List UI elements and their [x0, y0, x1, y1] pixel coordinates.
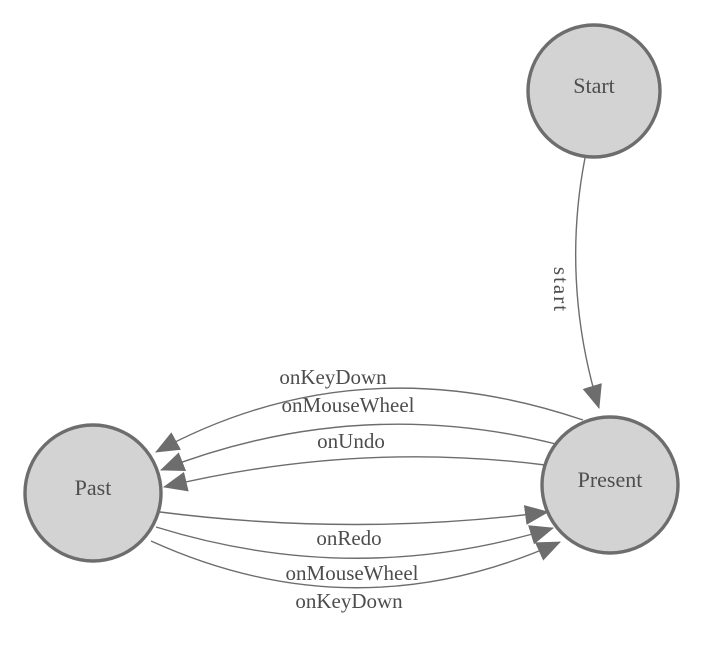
state-node-present-label: Present: [578, 467, 643, 492]
edge-label-onmousewheel-lower: onMouseWheel: [286, 561, 419, 585]
state-node-past: Past: [23, 423, 163, 563]
edge-line-onundo: [163, 456, 546, 492]
edge-label-onkeydown-lower: onKeyDown: [295, 589, 403, 613]
edge-line-onmousewheel-lower: [155, 525, 554, 559]
state-node-start-circle: [526, 23, 662, 159]
edge-present-to-past-onundo: onUndo: [163, 429, 546, 492]
edge-label-onredo: onRedo: [316, 526, 381, 550]
edge-label-onmousewheel-upper: onMouseWheel: [282, 393, 415, 417]
edge-present-to-past-onkeydown: onKeyDown: [155, 365, 584, 453]
state-node-start: Start: [526, 23, 662, 159]
state-node-present-circle: [540, 415, 680, 555]
edge-line-onmousewheel-upper: [160, 423, 557, 471]
edge-label-onundo: onUndo: [317, 429, 385, 453]
state-node-present: Present: [540, 415, 680, 555]
edge-line-onkeydown-lower: [150, 540, 561, 589]
edge-line-onredo: [159, 505, 549, 526]
edge-past-to-present-onkeydown: onKeyDown: [150, 540, 561, 613]
edge-line-onkeydown-upper: [155, 387, 584, 453]
edge-line-start: [575, 157, 602, 409]
edge-start-to-present: start: [549, 157, 602, 409]
state-node-past-circle: [23, 423, 163, 563]
edge-past-to-present-onredo: onRedo: [159, 505, 549, 550]
edge-label-onkeydown-upper: onKeyDown: [279, 365, 387, 389]
state-node-past-label: Past: [75, 475, 112, 500]
edge-label-start: start: [549, 267, 573, 313]
edge-present-to-past-onmousewheel: onMouseWheel: [160, 393, 557, 471]
state-node-start-label: Start: [573, 73, 615, 98]
edge-past-to-present-onmousewheel: onMouseWheel: [155, 525, 554, 585]
